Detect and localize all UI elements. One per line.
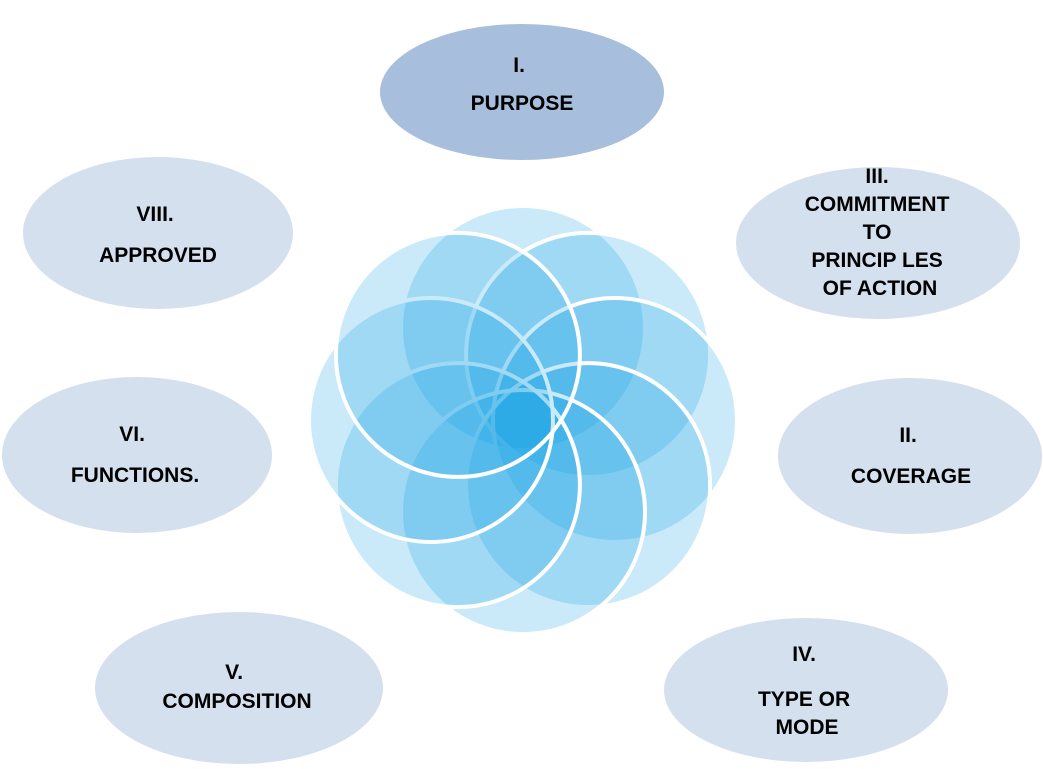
node-composition-line-1: V. <box>225 661 243 684</box>
rosette-petal-1 <box>399 204 647 452</box>
rosette-petal-3 <box>491 296 739 544</box>
node-commitment-line-3: TO <box>863 221 892 244</box>
node-functions-line-1: VI. <box>119 423 145 446</box>
node-approved-label: VIII. APPROVED <box>99 203 217 267</box>
node-composition-label: V. COMPOSITION <box>162 661 311 713</box>
node-composition-ellipse <box>95 612 383 764</box>
node-coverage-ellipse <box>778 378 1042 534</box>
node-type-or-mode-line-2: TYPE OR <box>758 688 850 711</box>
node-composition-line-2: COMPOSITION <box>162 690 311 713</box>
node-purpose-line-1: I. <box>513 54 525 77</box>
node-functions-line-2: FUNCTIONS. <box>71 464 199 487</box>
node-purpose-line-2: PURPOSE <box>471 92 574 115</box>
center-rosette <box>307 204 739 636</box>
node-type-or-mode-label: IV. TYPE OR MODE <box>758 643 856 739</box>
node-coverage: II. COVERAGE <box>778 378 1042 534</box>
node-commitment-label: III. COMMITMENT TO PRINCIP LES OF ACTION <box>805 165 956 300</box>
node-commitment-line-2: COMMITMENT <box>805 193 950 216</box>
node-purpose-ellipse <box>380 24 664 160</box>
node-commitment-line-1: III. <box>865 165 888 188</box>
node-approved-line-1: VIII. <box>136 203 173 226</box>
node-commitment-ellipse <box>736 167 1020 319</box>
node-functions-ellipse <box>2 377 272 533</box>
node-coverage-line-2: COVERAGE <box>851 465 971 488</box>
rosette-petal-4 <box>464 361 713 610</box>
node-type-or-mode: IV. TYPE OR MODE <box>664 618 948 762</box>
node-type-or-mode-line-3: MODE <box>776 716 839 739</box>
node-functions: VI. FUNCTIONS. <box>2 377 272 533</box>
rosette-petal-8 <box>333 230 582 479</box>
node-commitment-line-4: PRINCIP LES <box>811 249 942 272</box>
node-functions-label: VI. FUNCTIONS. <box>71 423 199 487</box>
node-coverage-label: II. COVERAGE <box>851 424 971 488</box>
node-purpose: I. PURPOSE <box>380 24 664 160</box>
node-composition: V. COMPOSITION <box>95 612 383 764</box>
node-type-or-mode-ellipse <box>664 618 948 762</box>
rosette-petal-5 <box>399 388 647 636</box>
rosette-petal-6 <box>333 361 582 610</box>
node-commitment: III. COMMITMENT TO PRINCIP LES OF ACTION <box>736 165 1020 319</box>
node-approved-line-2: APPROVED <box>99 244 217 267</box>
node-commitment-line-5: OF ACTION <box>823 277 938 300</box>
node-approved: VIII. APPROVED <box>23 157 293 309</box>
node-coverage-line-1: II. <box>899 424 917 447</box>
node-purpose-label: I. PURPOSE <box>471 54 574 115</box>
node-approved-ellipse <box>23 157 293 309</box>
rosette-petal-7 <box>307 296 555 544</box>
node-type-or-mode-line-1: IV. <box>792 643 816 666</box>
rosette-petal-2 <box>464 230 713 479</box>
